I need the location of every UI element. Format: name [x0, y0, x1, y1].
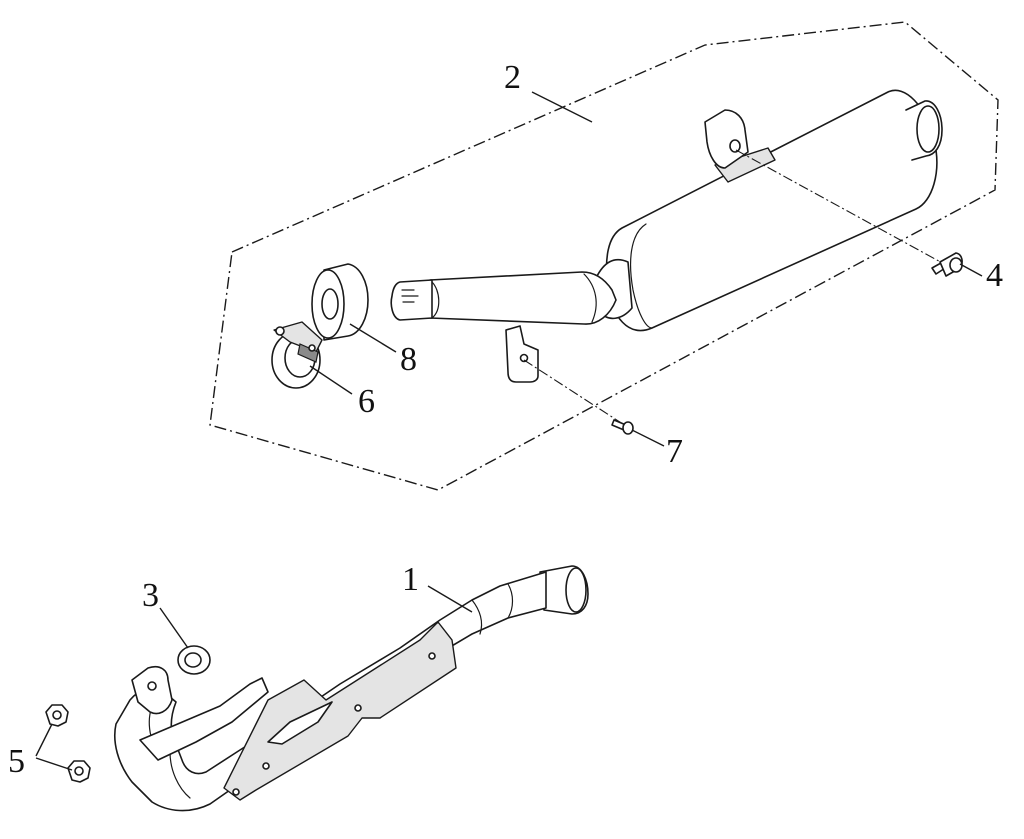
callout-8: 8	[400, 341, 417, 378]
header-pipe	[113, 565, 589, 812]
callout-6: 6	[358, 383, 375, 420]
callout-1: 1	[402, 561, 419, 598]
leader-7	[631, 429, 665, 447]
bolt-7-centerline	[523, 359, 627, 427]
leader-6	[309, 365, 353, 395]
leader-4	[959, 263, 983, 277]
callout-2: 2	[504, 59, 521, 96]
bolt-7	[611, 419, 634, 435]
callout-5: 5	[8, 743, 25, 780]
nut-5-upper	[45, 704, 69, 727]
leader-1	[427, 585, 473, 613]
clamp-6	[271, 321, 323, 389]
leader-3	[159, 607, 189, 649]
leader-2	[531, 91, 593, 123]
leader-5	[35, 723, 73, 771]
bolt-4-centerline	[735, 149, 947, 266]
gasket-8	[311, 263, 369, 341]
muffler-assembly-boundary	[209, 21, 999, 491]
washer-3	[177, 645, 211, 675]
callout-4: 4	[986, 257, 1003, 294]
bolt-4	[931, 252, 963, 277]
nut-5-lower	[67, 760, 91, 783]
leader-8	[349, 323, 397, 353]
callout-7: 7	[666, 433, 683, 470]
callout-3: 3	[142, 577, 159, 614]
muffler	[390, 89, 943, 383]
